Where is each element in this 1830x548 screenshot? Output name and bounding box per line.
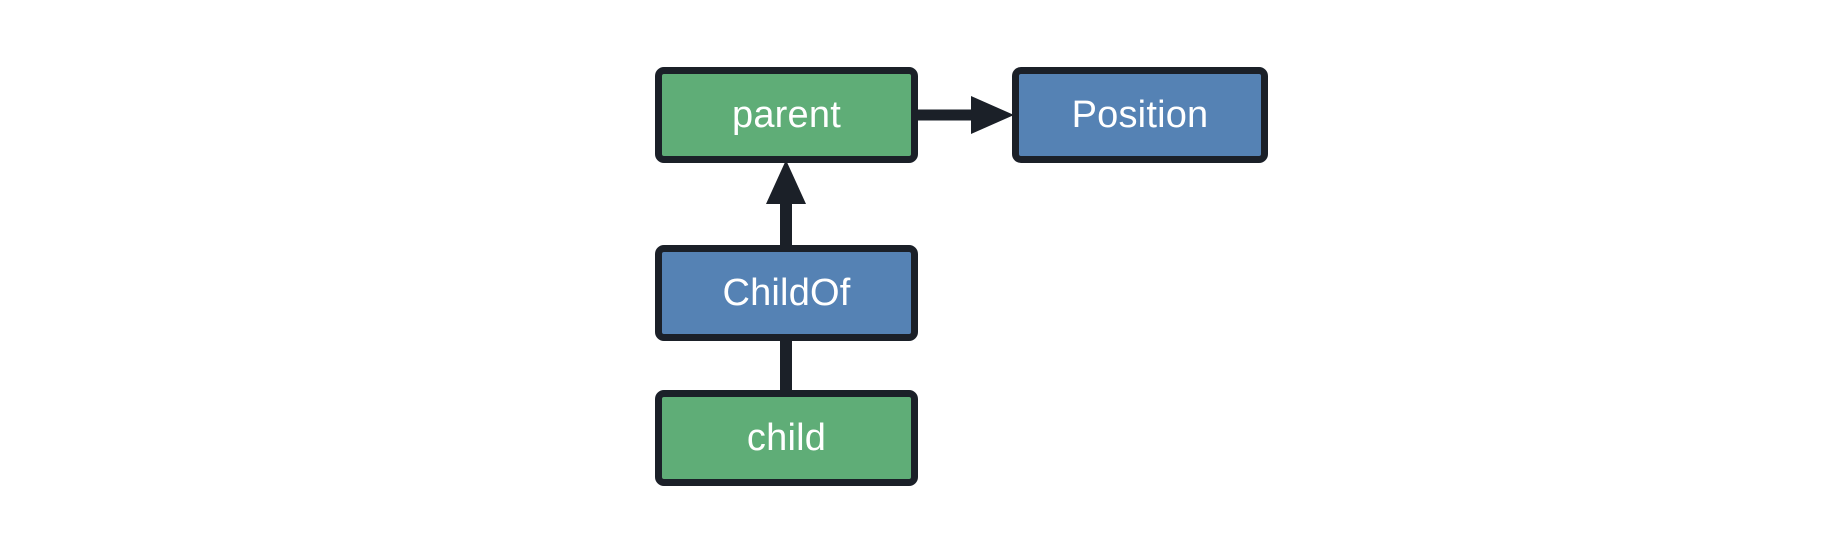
node-childof-label: ChildOf [722, 272, 851, 314]
node-parent[interactable]: parent [655, 67, 918, 163]
node-position-label: Position [1071, 94, 1209, 136]
edge-childof-to-parent [763, 158, 809, 250]
edge-child-to-childof [763, 336, 809, 396]
node-child[interactable]: child [655, 390, 918, 486]
node-childof[interactable]: ChildOf [655, 245, 918, 341]
node-child-label: child [746, 417, 827, 459]
edge-parent-to-position [915, 92, 1017, 138]
node-parent-label: parent [732, 94, 841, 136]
node-position[interactable]: Position [1012, 67, 1268, 163]
